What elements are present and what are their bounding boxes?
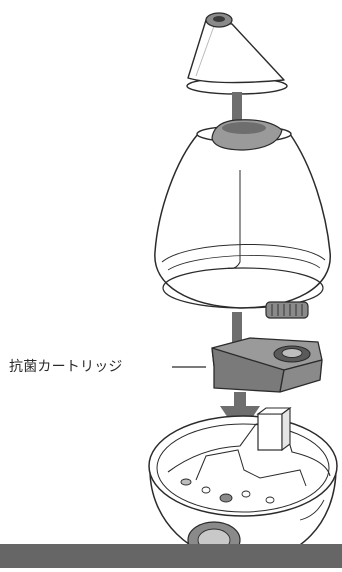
water-tank <box>154 119 331 319</box>
upper-shaft <box>232 92 242 130</box>
cartridge-callout-label: 抗菌カートリッジ <box>9 359 123 375</box>
footer-band <box>0 544 342 568</box>
antibacterial-cartridge <box>211 337 323 393</box>
middle-shaft <box>232 312 242 342</box>
mist-nozzle <box>186 12 288 95</box>
base-unit <box>148 406 338 563</box>
